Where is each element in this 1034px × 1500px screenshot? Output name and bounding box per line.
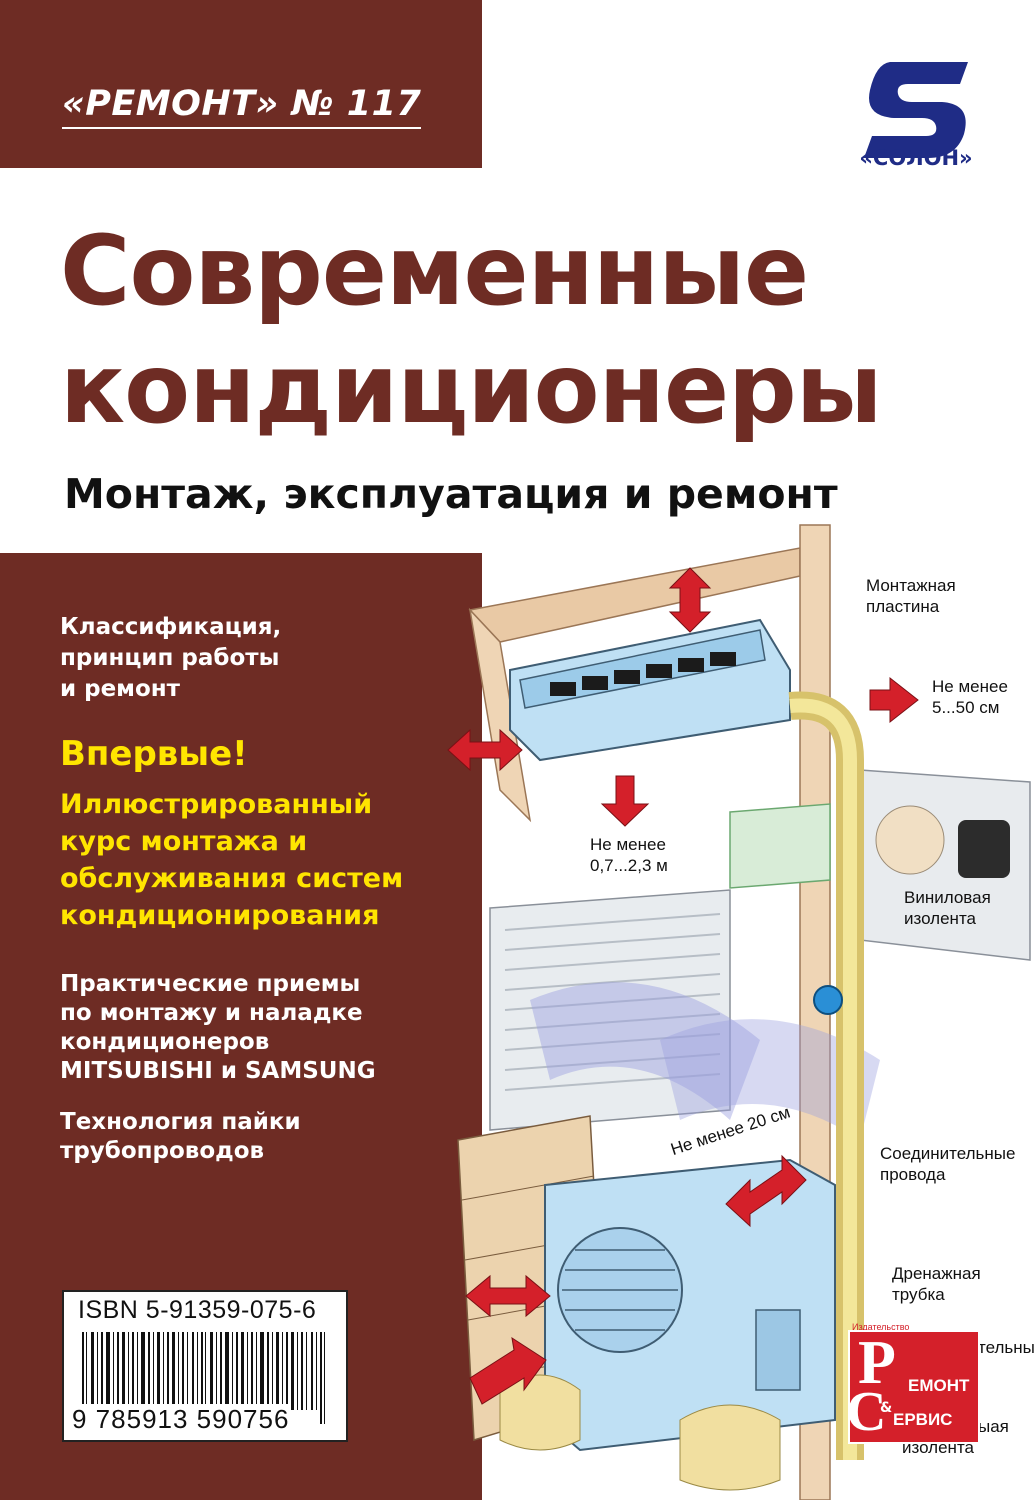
feature-line: принцип работы	[60, 645, 280, 671]
publisher-name: «СОЛОН»	[859, 146, 973, 170]
label-line: изолента	[904, 909, 976, 928]
badge-line-2: ЕРВИС	[893, 1410, 953, 1429]
label-wires: Соединительные провода	[880, 1143, 1015, 1185]
label-line: пластина	[866, 597, 940, 616]
label-line: Виниловая	[904, 888, 991, 907]
badge-letter-c: С	[846, 1381, 887, 1443]
badge-ampersand: &	[880, 1400, 893, 1416]
course-line: курс монтажа и	[60, 826, 308, 857]
title-line-1: Современные	[60, 215, 809, 327]
label-drain: Дренажная трубка	[892, 1263, 981, 1305]
book-subtitle: Монтаж, эксплуатация и ремонт	[64, 470, 838, 518]
feature-line: Практические приемы	[60, 971, 361, 997]
publisher-logo-icon	[864, 62, 968, 158]
feature-line: трубопроводов	[60, 1138, 265, 1164]
label-line: Соединительные	[880, 1144, 1016, 1163]
feature-line: Классификация,	[60, 614, 282, 640]
label-min-07-23: Не менее 0,7...2,3 м	[590, 834, 668, 876]
feature-line: и ремонт	[60, 676, 181, 702]
ean-text: 9 785913 590756	[72, 1404, 290, 1435]
label-line: Дренажная	[892, 1264, 981, 1283]
book-title: Современные кондиционеры	[60, 212, 883, 448]
badge-line-1: ЕМОНТ	[908, 1376, 970, 1395]
label-line: провода	[880, 1165, 946, 1184]
feature-classification: Классификация, принцип работы и ремонт	[60, 612, 281, 705]
label-line: 0,7...2,3 м	[590, 856, 668, 875]
first-time-heading: Впервые!	[60, 734, 248, 774]
label-line: Монтажная	[866, 576, 956, 595]
title-line-2: кондиционеры	[60, 333, 883, 445]
label-line: 5...50 см	[932, 698, 1000, 717]
label-vinyl-tape: Виниловая изолента	[904, 887, 991, 929]
air-conditioner-illustration	[447, 524, 1031, 1500]
feature-line: по монтажу и наладке	[60, 1000, 363, 1026]
series-label: «РЕМОНТ» № 117	[62, 84, 422, 129]
course-line: Иллюстрированный	[60, 789, 373, 820]
feature-practical: Практические приемы по монтажу и наладке…	[60, 970, 376, 1086]
label-line: трубка	[892, 1285, 945, 1304]
label-min-5-50: Не менее 5...50 см	[932, 676, 1008, 718]
feature-line: Технология пайки	[60, 1109, 301, 1135]
series-band	[0, 0, 482, 168]
label-partial-2: ыая	[978, 1417, 1009, 1436]
isbn-text: ISBN 5-91359-075-6	[78, 1296, 317, 1324]
feature-line: MITSUBISHI и SAMSUNG	[60, 1058, 376, 1084]
remont-servis-badge	[848, 1330, 980, 1444]
label-partial-1: тельны	[978, 1338, 1034, 1357]
barcode-icon	[82, 1332, 325, 1424]
label-mount-plate: Монтажная пластина	[866, 575, 956, 617]
feature-soldering: Технология пайки трубопроводов	[60, 1108, 301, 1166]
badge-top-text: Издательство	[852, 1322, 910, 1332]
feature-line: кондиционеров	[60, 1029, 270, 1055]
course-description: Иллюстрированный курс монтажа и обслужив…	[60, 786, 403, 934]
course-line: обслуживания систем	[60, 863, 404, 894]
label-line: Не менее	[932, 677, 1008, 696]
badge-letter-r: Р	[858, 1329, 896, 1397]
label-line: Не менее	[590, 835, 666, 854]
course-line: кондиционирования	[60, 900, 380, 931]
